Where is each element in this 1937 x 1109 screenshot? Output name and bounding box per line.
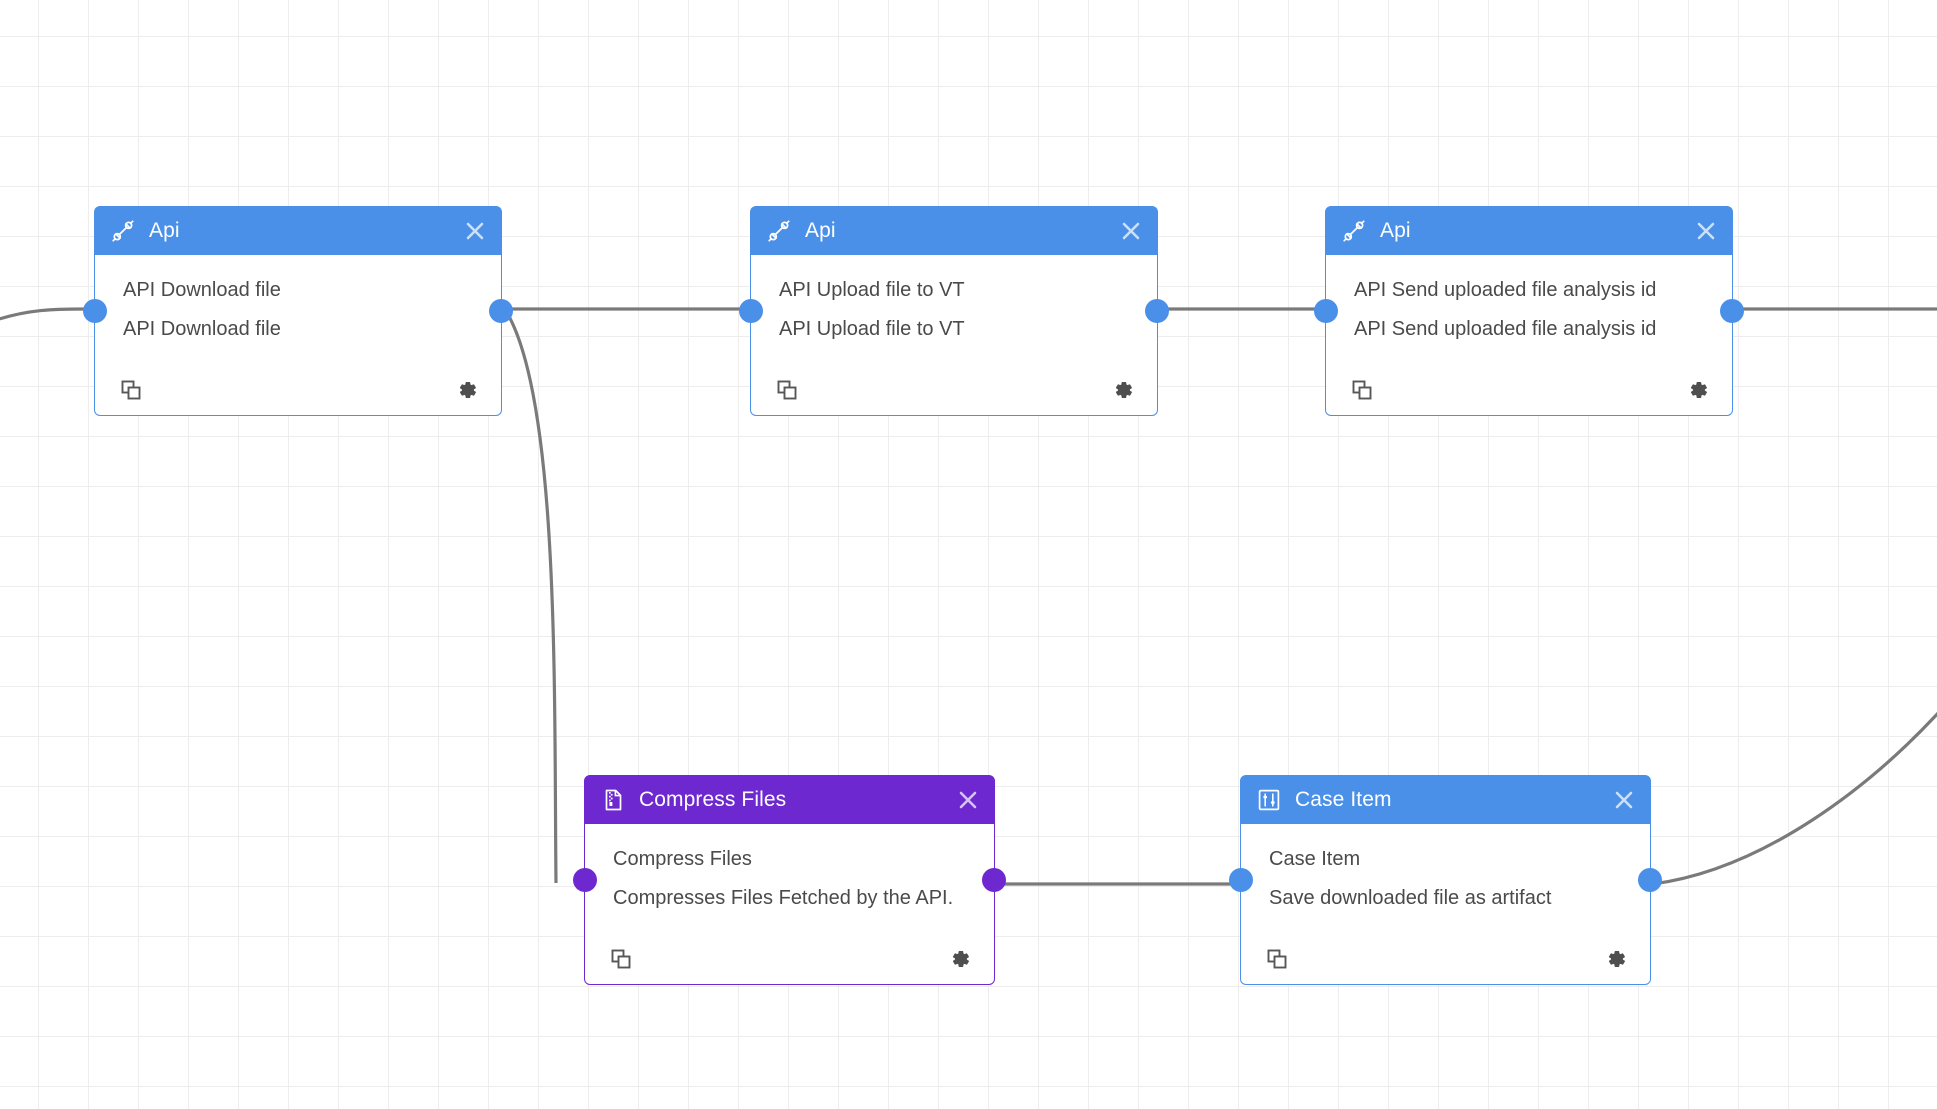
node-footer [751,375,1157,405]
input-port-compress-files[interactable] [573,868,597,892]
node-header[interactable]: Api [751,207,1157,255]
node-title: Case Item [1295,788,1392,811]
node-line: API Send uploaded file analysis id [1354,279,1657,301]
node-line: API Send uploaded file analysis id [1354,318,1657,340]
close-icon-api-upload-file-to-vt[interactable] [1119,219,1143,243]
gear-icon-case-item[interactable] [1604,947,1628,971]
node-line: API Download file [123,279,281,301]
connector-edge[interactable] [504,310,558,884]
node-title: Compress Files [639,788,787,811]
node-title: Api [149,219,180,242]
node-line: API Upload file to VT [779,279,965,301]
plug-connector-icon [767,219,791,243]
gear-icon-api-upload-file-to-vt[interactable] [1111,378,1135,402]
duplicate-icon-case-item[interactable] [1265,947,1289,971]
node-header[interactable]: Api [1326,207,1732,255]
plug-connector-icon [1342,219,1366,243]
node-footer [585,944,994,974]
node-line: Compress Files [613,848,752,870]
node-line: Save downloaded file as artifact [1269,887,1552,909]
node-header[interactable]: Case Item [1241,776,1650,824]
node-line: Case Item [1269,848,1361,870]
duplicate-icon-api-send-uploaded-file-analysis-id[interactable] [1350,378,1374,402]
output-port-compress-files[interactable] [982,868,1006,892]
node-title: Api [805,219,836,242]
output-port-api-send-uploaded-file-analysis-id[interactable] [1720,299,1744,323]
connector-edge[interactable] [1652,700,1937,886]
sliders-icon [1257,788,1281,812]
close-icon-compress-files[interactable] [956,788,980,812]
close-icon-api-download-file[interactable] [463,219,487,243]
duplicate-icon-compress-files[interactable] [609,947,633,971]
gear-icon-api-download-file[interactable] [455,378,479,402]
gear-icon-api-send-uploaded-file-analysis-id[interactable] [1686,378,1710,402]
node-footer [95,375,501,405]
close-icon-api-send-uploaded-file-analysis-id[interactable] [1694,219,1718,243]
duplicate-icon-api-upload-file-to-vt[interactable] [775,378,799,402]
connector-edge[interactable] [0,307,93,322]
node-line: API Download file [123,318,281,340]
node-title: Api [1380,219,1411,242]
close-icon-case-item[interactable] [1612,788,1636,812]
node-body: API Upload file to VT API Upload file to … [751,255,1157,349]
node-line: Compresses Files Fetched by the API. [613,887,954,909]
plug-connector-icon [111,219,135,243]
gear-icon-compress-files[interactable] [948,947,972,971]
node-header[interactable]: Api [95,207,501,255]
zip-document-icon [601,788,625,812]
input-port-api-upload-file-to-vt[interactable] [739,299,763,323]
input-port-case-item[interactable] [1229,868,1253,892]
input-port-api-download-file[interactable] [83,299,107,323]
output-port-api-download-file[interactable] [489,299,513,323]
node-footer [1326,375,1732,405]
node-footer [1241,944,1650,974]
node-header[interactable]: Compress Files [585,776,994,824]
output-port-api-upload-file-to-vt[interactable] [1145,299,1169,323]
duplicate-icon-api-download-file[interactable] [119,378,143,402]
input-port-api-send-uploaded-file-analysis-id[interactable] [1314,299,1338,323]
node-line: API Upload file to VT [779,318,965,340]
node-body: API Send uploaded file analysis id API Se… [1326,255,1732,349]
output-port-case-item[interactable] [1638,868,1662,892]
